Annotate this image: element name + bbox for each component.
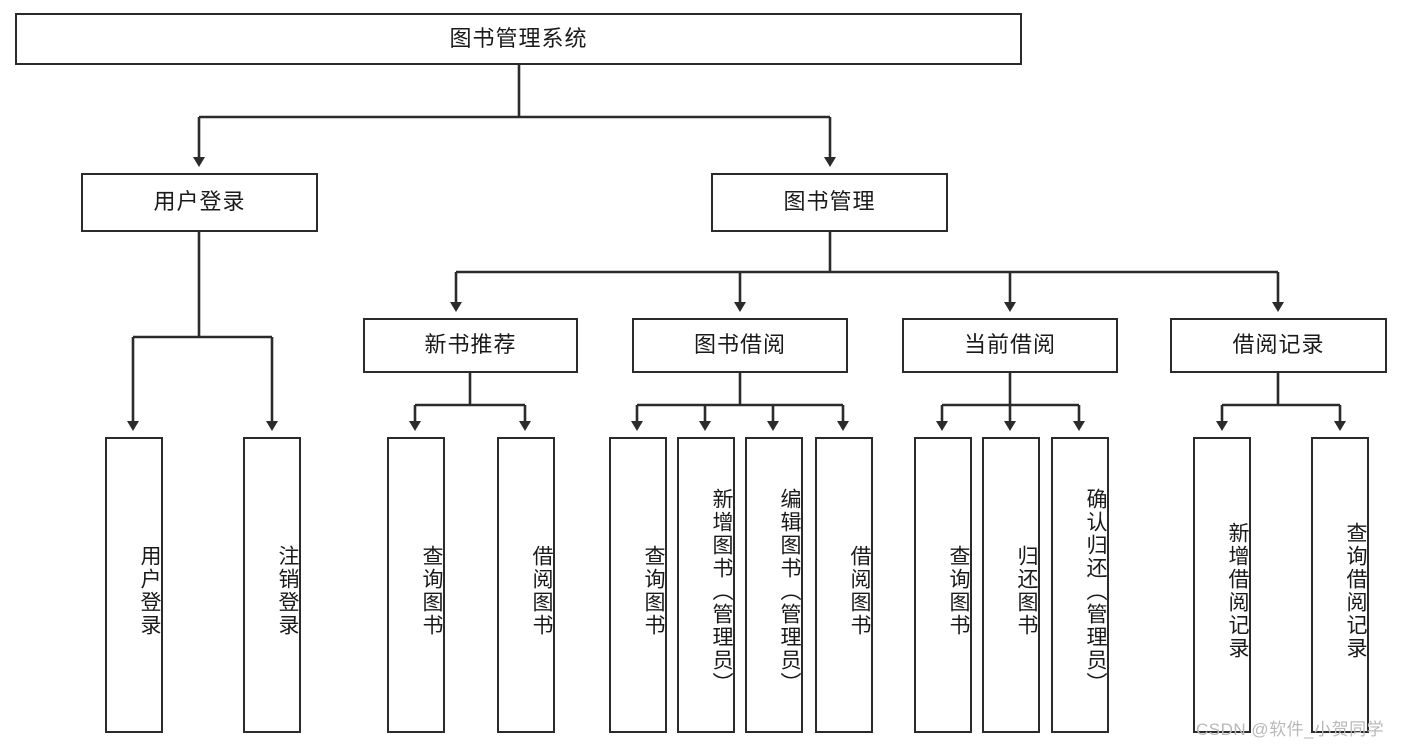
node-leaf-add-borrow-record[interactable]: 新增借阅记录 bbox=[1193, 437, 1251, 733]
node-label: 图书借阅 bbox=[693, 332, 786, 358]
node-leaf-query-book-current[interactable]: 查询图书 bbox=[914, 437, 972, 733]
node-book-borrow[interactable]: 图书借阅 bbox=[632, 318, 848, 373]
node-new-book-recommend[interactable]: 新书推荐 bbox=[363, 318, 578, 373]
node-borrow-record[interactable]: 借阅记录 bbox=[1170, 318, 1387, 373]
node-label: 图书管理系统 bbox=[449, 25, 588, 51]
node-leaf-query-book-borrow[interactable]: 查询图书 bbox=[609, 437, 667, 733]
node-label: 编辑图书（管理员） bbox=[778, 487, 801, 695]
node-label: 确认归还（管理员） bbox=[1084, 487, 1107, 695]
node-root-book-management-system[interactable]: 图书管理系统 bbox=[15, 13, 1022, 65]
node-label: 新书推荐 bbox=[424, 332, 517, 358]
node-leaf-edit-book[interactable]: 编辑图书（管理员） bbox=[745, 437, 803, 733]
node-label: 用户登录 bbox=[138, 545, 161, 637]
node-label: 归还图书 bbox=[1015, 545, 1038, 637]
node-leaf-add-book[interactable]: 新增图书（管理员） bbox=[677, 437, 735, 733]
node-leaf-query-borrow-record[interactable]: 查询借阅记录 bbox=[1311, 437, 1369, 733]
node-current-borrow[interactable]: 当前借阅 bbox=[902, 318, 1118, 373]
node-user-login[interactable]: 用户登录 bbox=[81, 173, 318, 232]
node-leaf-query-book-recommend[interactable]: 查询图书 bbox=[387, 437, 445, 733]
csdn-watermark: CSDN @软件_小贺同学 bbox=[1196, 720, 1385, 739]
node-label: 图书管理 bbox=[783, 189, 876, 215]
node-leaf-user-login[interactable]: 用户登录 bbox=[105, 437, 163, 733]
node-label: 借阅图书 bbox=[530, 545, 553, 637]
node-label: 查询图书 bbox=[642, 545, 665, 637]
node-label: 查询图书 bbox=[420, 545, 443, 637]
node-leaf-confirm-return[interactable]: 确认归还（管理员） bbox=[1051, 437, 1109, 733]
node-label: 查询图书 bbox=[947, 545, 970, 637]
node-label: 当前借阅 bbox=[963, 332, 1056, 358]
node-leaf-logout-login[interactable]: 注销登录 bbox=[243, 437, 301, 733]
node-label: 查询借阅记录 bbox=[1344, 522, 1367, 660]
node-leaf-borrow-book[interactable]: 借阅图书 bbox=[815, 437, 873, 733]
node-label: 新增图书（管理员） bbox=[710, 487, 733, 695]
node-leaf-borrow-book-recommend[interactable]: 借阅图书 bbox=[497, 437, 555, 733]
node-leaf-return-book[interactable]: 归还图书 bbox=[982, 437, 1040, 733]
node-label: 借阅图书 bbox=[848, 545, 871, 637]
node-label: 借阅记录 bbox=[1232, 332, 1325, 358]
node-label: 新增借阅记录 bbox=[1226, 522, 1249, 660]
node-label: 注销登录 bbox=[276, 545, 299, 637]
node-book-manage[interactable]: 图书管理 bbox=[711, 173, 948, 232]
node-label: 用户登录 bbox=[153, 189, 246, 215]
